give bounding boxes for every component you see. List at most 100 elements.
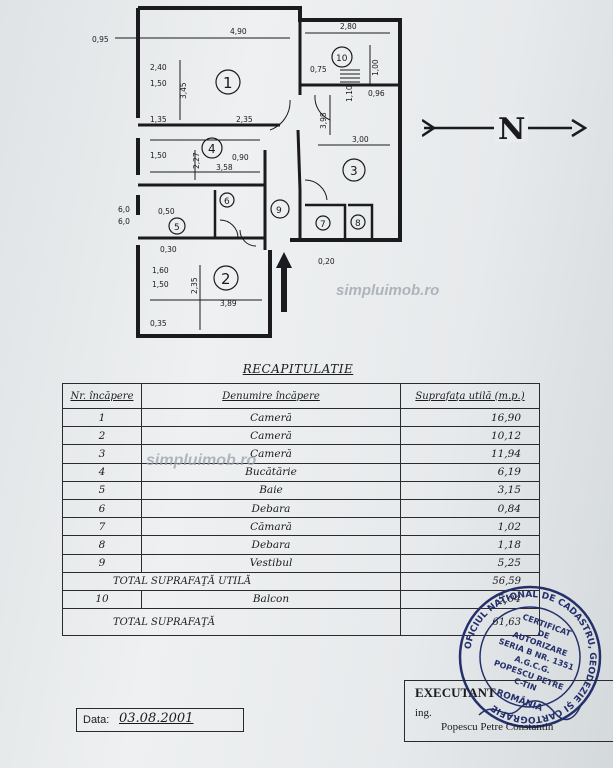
dim-label: 6,0 [118,205,130,214]
total-label: TOTAL SUPRAFAŢĂ [62,608,401,637]
dim-label: 1,00 [371,59,380,76]
dim-label: 2,35 [236,115,253,124]
row-area: 1,02 [400,517,540,537]
dim-label: 3,58 [216,163,233,172]
dim-label: 4,90 [230,27,247,36]
watermark: simpluimob.ro [146,452,257,469]
row-nr: 2 [62,426,142,446]
dim-label: 0,75 [310,65,327,74]
balcony-row: 10 Balcon 5,04 [62,589,540,610]
row-name: Debara [141,535,401,555]
row-name: Balcon [141,589,401,610]
room-number-6: 6 [224,197,230,207]
dim-label: 2,80 [340,22,357,31]
dim-label: 0,20 [318,257,335,266]
dim-label: 2,40 [150,63,167,72]
header-name: Denumire încăpere [141,383,401,409]
room-number-10: 10 [336,54,348,64]
room-number-7: 7 [320,220,326,230]
row-nr: 8 [62,535,142,555]
row-area: 1,18 [400,535,540,555]
row-nr: 4 [62,462,142,482]
row-nr: 7 [62,517,142,537]
executant-ing: ing. [415,707,432,719]
executant-name: Popescu Petre Constantin [441,721,554,733]
date-value: 03.08.2001 [119,711,194,726]
total-util-row: TOTAL SUPRAFAŢĂ UTILĂ 56,59 [62,571,540,591]
dim-label: 1,60 [152,266,169,275]
dim-label: 0,30 [160,245,177,254]
watermark: simpluimob.ro [336,282,440,299]
dim-label: 0,35 [150,319,167,328]
floor-plan: 1 2 3 4 5 6 7 8 9 10 4,90 2,80 3,45 2,40… [92,6,402,338]
signature [478,700,582,721]
table-row: 2 Cameră 10,12 [62,426,540,446]
dim-label: 1,35 [150,115,167,124]
dim-label: 3,98 [319,112,328,129]
stamp-line-2: DE [536,628,550,641]
row-nr: 10 [62,589,142,610]
row-name: Vestibul [141,553,401,573]
row-area: 16,90 [400,407,540,428]
recap-table: Nr. încăpere Denumire încăpere Suprafaţa… [62,383,540,637]
room-number-1: 1 [223,74,233,92]
row-name: Debara [141,498,401,519]
row-area: 11,94 [400,444,540,464]
total-row: TOTAL SUPRAFAŢĂ 61,63 [62,608,540,637]
row-name: Bucătărie [141,462,401,482]
row-name: Cămară [141,517,401,537]
room-number-5: 5 [174,223,180,233]
dim-label: 1,10 [345,85,354,102]
table-title: RECAPITULATIE [242,362,354,376]
date-box: Data: 03.08.2001 [76,708,244,732]
row-area: 5,25 [400,553,540,573]
room-number-4: 4 [208,142,216,156]
row-name: Cameră [141,426,401,446]
table-row: 7 Cămară 1,02 [62,517,540,537]
dim-label: 0,95 [92,35,109,44]
dim-label: 3,00 [352,135,369,144]
header-nr: Nr. încăpere [62,383,142,409]
dim-label: 2,35 [190,277,199,294]
row-name: Cameră [141,407,401,428]
room-number-9: 9 [276,206,282,216]
row-area: 10,12 [400,426,540,446]
room-number-2: 2 [221,270,231,288]
entry-arrow [276,252,292,312]
outer-wall-south [136,245,272,338]
table-row: 6 Debara 0,84 [62,498,540,519]
outer-wall-north [138,6,402,242]
row-area: 3,15 [400,480,540,500]
dim-label: 6,0 [118,217,130,226]
table-row: 1 Cameră 16,90 [62,407,540,428]
row-area: 5,04 [400,589,540,610]
dim-label: 0,90 [232,153,249,162]
row-nr: 6 [62,498,142,519]
dim-label: 0,50 [158,207,175,216]
table-row: 5 Baie 3,15 [62,480,540,500]
north-letter: N [498,112,525,144]
table-row: 9 Vestibul 5,25 [62,553,540,573]
dim-label: 1,50 [150,151,167,160]
row-area: 6,19 [400,462,540,482]
row-nr: 3 [62,444,142,464]
date-label: Data: [83,714,110,726]
row-nr: 5 [62,480,142,500]
table-row: 3 Cameră 11,94 [62,444,540,464]
row-name: Cameră [141,444,401,464]
room-number-3: 3 [350,164,358,178]
header-area: Suprafaţa utilă (m.p.) [400,383,540,409]
north-arrow: N [421,112,588,152]
room-number-8: 8 [355,219,361,229]
dim-label: 0,96 [368,89,385,98]
row-nr: 9 [62,553,142,573]
dim-label: 1,50 [152,280,169,289]
row-area: 0,84 [400,498,540,519]
dim-label: 1,50 [150,79,167,88]
dim-label: 3,89 [220,299,237,308]
total-util-label: TOTAL SUPRAFAŢĂ UTILĂ [62,571,401,591]
dim-label: 3,45 [179,82,188,99]
executant-title: EXECUTANT [415,685,496,700]
executant-box: EXECUTANT ing. Popescu Petre Constantin [404,680,613,742]
